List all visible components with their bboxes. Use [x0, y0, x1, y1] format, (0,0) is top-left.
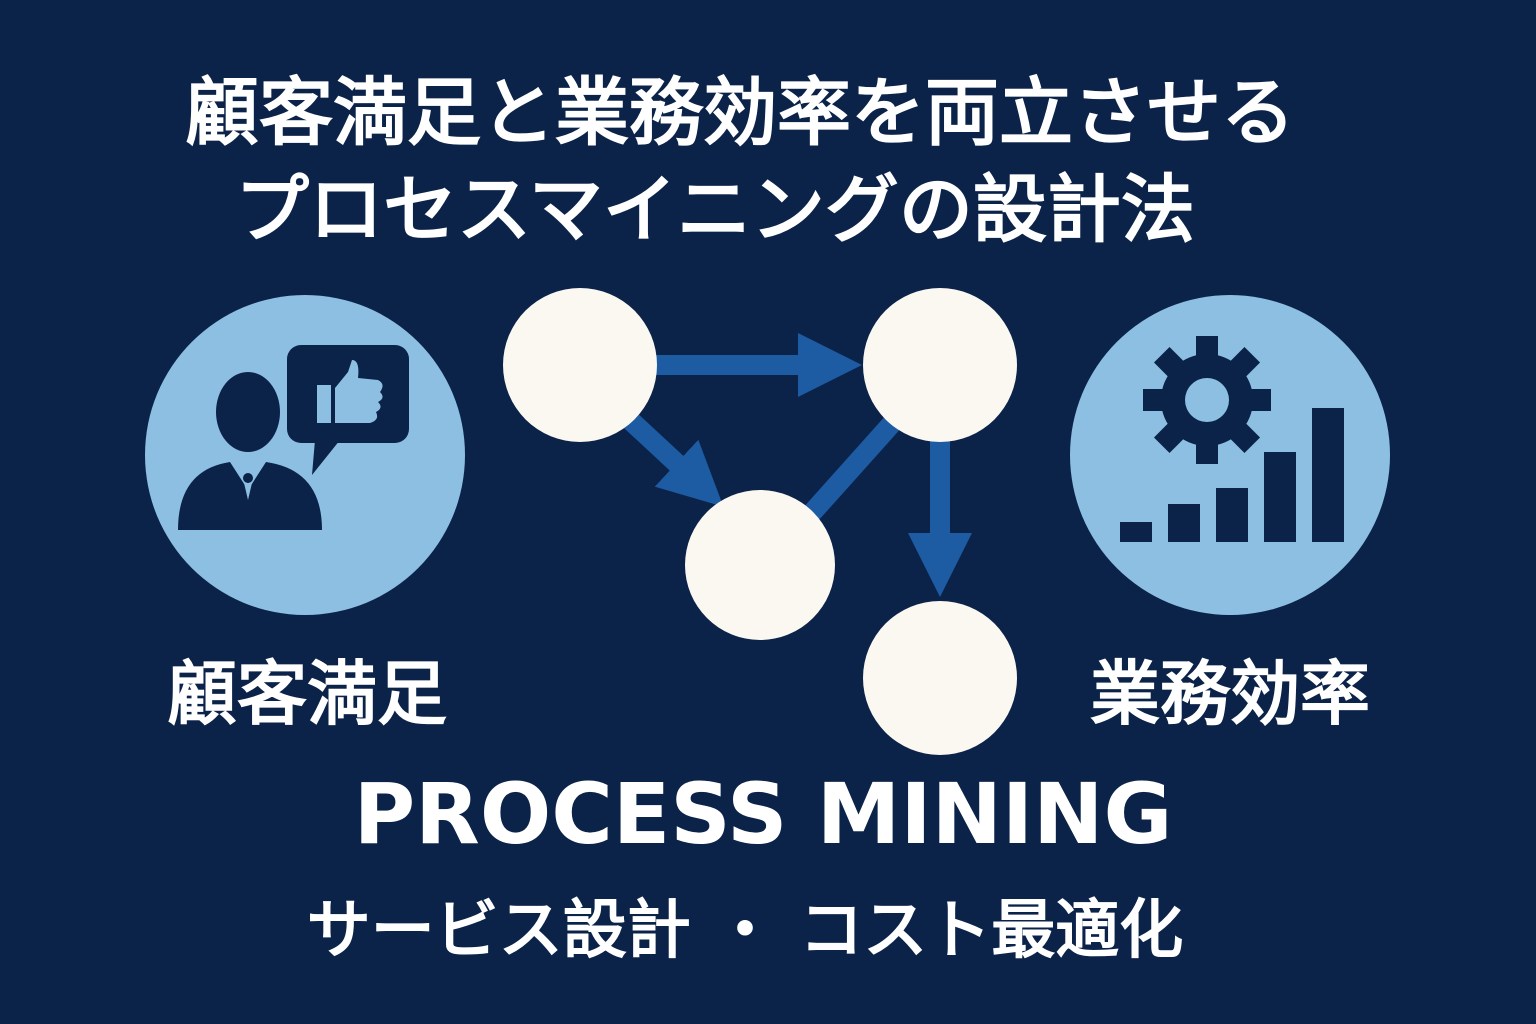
- title-line-2: プロセスマイニングの設計法: [235, 167, 1195, 253]
- process-flow-diagram: [503, 288, 1017, 755]
- right-label: 業務効率: [1090, 653, 1370, 735]
- process-node: [685, 490, 835, 640]
- operational-efficiency-icon: [1070, 295, 1390, 615]
- banner-title: PROCESS MINING: [354, 765, 1173, 863]
- banner-subtitle: サービス設計 ・ コスト最適化: [307, 894, 1184, 968]
- process-node: [503, 288, 657, 442]
- edge: [802, 413, 903, 522]
- process-node: [863, 288, 1017, 442]
- title-line-1: 顧客満足と業務効率を両立させる: [185, 70, 1295, 156]
- arrow-edge: [623, 412, 724, 507]
- customer-satisfaction-icon: [145, 295, 465, 615]
- left-label: 顧客満足: [167, 653, 447, 735]
- process-node: [863, 601, 1017, 755]
